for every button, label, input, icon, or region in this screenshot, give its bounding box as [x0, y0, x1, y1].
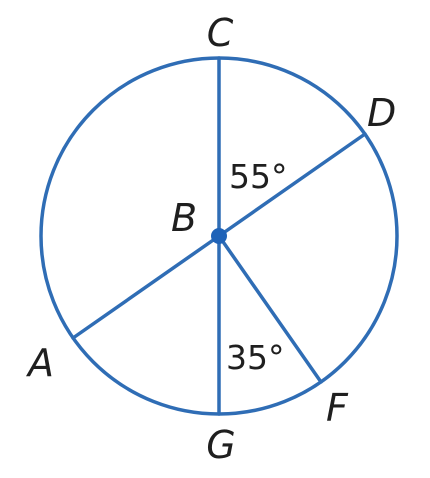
label-point-d: D	[367, 91, 396, 135]
center-point-b	[211, 228, 227, 244]
label-point-b: B	[171, 196, 197, 240]
label-point-a: A	[25, 341, 54, 385]
segment-ba	[71, 234, 221, 340]
angle-label-cbd: 55°	[229, 157, 288, 196]
segment-bd	[217, 132, 367, 238]
label-point-c: C	[207, 11, 234, 55]
segment-bf	[217, 234, 323, 384]
label-point-f: F	[326, 386, 349, 430]
angle-label-gbf: 35°	[226, 338, 285, 377]
label-point-g: G	[206, 423, 235, 467]
